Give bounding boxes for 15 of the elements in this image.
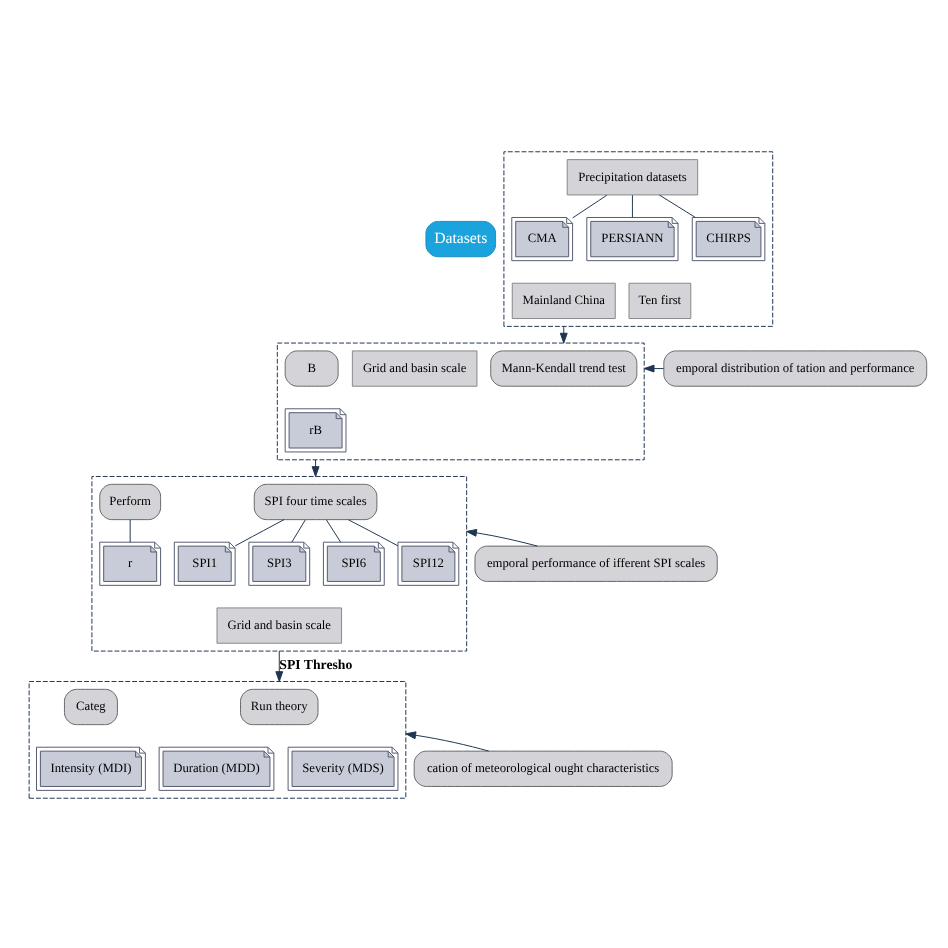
connector xyxy=(572,193,608,218)
connector xyxy=(234,518,285,546)
arrow xyxy=(405,730,490,751)
node-box: Datasets xyxy=(425,219,497,257)
cluster xyxy=(28,680,407,798)
cluster xyxy=(91,475,468,651)
arrow xyxy=(275,649,284,681)
connector xyxy=(129,518,131,542)
connector xyxy=(631,193,633,217)
connector xyxy=(291,518,306,542)
connector xyxy=(658,193,696,217)
connector xyxy=(325,518,342,542)
cluster xyxy=(503,150,774,326)
cluster xyxy=(276,341,645,460)
arrow xyxy=(466,527,539,546)
